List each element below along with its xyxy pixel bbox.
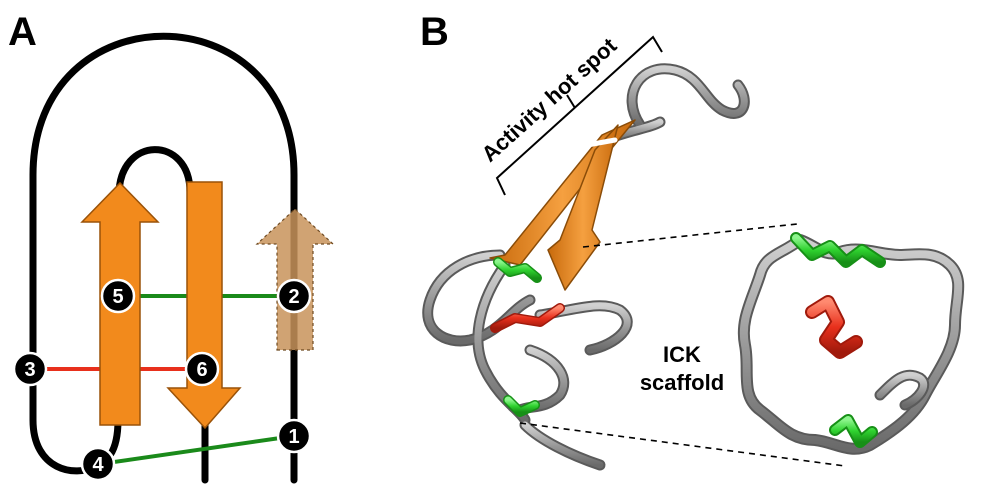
svg-text:scaffold: scaffold xyxy=(640,370,724,395)
protein-cartoon xyxy=(422,63,750,471)
backbone-top-hairpin xyxy=(115,146,194,199)
svg-text:2: 2 xyxy=(288,286,299,308)
node-1: 1 xyxy=(276,418,312,454)
disulfide-bond-lines xyxy=(30,294,295,466)
zoom-scaffold xyxy=(737,232,965,455)
node-5: 5 xyxy=(100,278,136,314)
node-2: 2 xyxy=(276,278,312,314)
panel-b-letter: B xyxy=(420,10,449,54)
panel-b: B Activity hot spot xyxy=(420,10,965,471)
zoom-lines xyxy=(519,223,846,467)
scaffold-label: ICK scaffold xyxy=(640,342,724,395)
svg-text:ICK: ICK xyxy=(663,342,701,367)
svg-text:1: 1 xyxy=(288,426,299,448)
svg-text:5: 5 xyxy=(112,286,123,308)
panel-a: A 5 2 xyxy=(8,10,335,484)
hot-spot-bracket xyxy=(495,35,663,196)
node-4: 4 xyxy=(80,446,116,482)
backbone-outer-loop xyxy=(29,32,298,484)
backbone-trace xyxy=(29,32,298,484)
bond-4-1 xyxy=(99,434,295,466)
node-6: 6 xyxy=(184,351,220,387)
node-3: 3 xyxy=(12,351,48,387)
panel-a-letter: A xyxy=(8,10,37,54)
strand-down-middle xyxy=(166,181,242,430)
cysteine-nodes: 5 2 3 6 4 1 xyxy=(12,278,312,482)
svg-text:4: 4 xyxy=(92,454,104,476)
svg-text:6: 6 xyxy=(196,359,207,381)
svg-text:3: 3 xyxy=(24,359,35,381)
